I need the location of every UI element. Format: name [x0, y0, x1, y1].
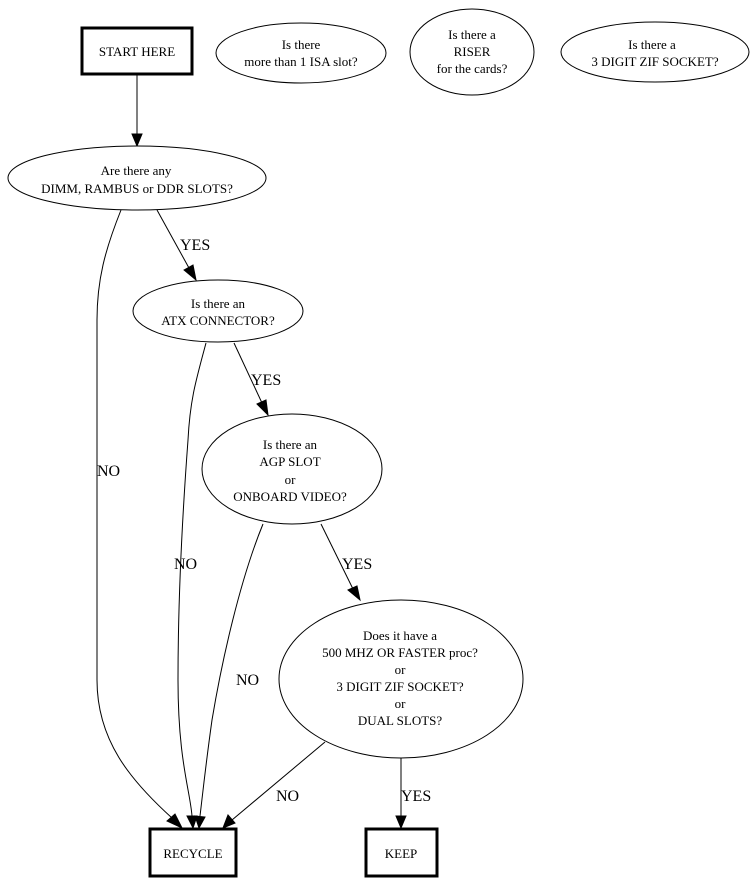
node-proc-line-4: 3 DIGIT ZIF SOCKET? — [336, 679, 463, 694]
arrowhead-atx-to-recycle — [186, 815, 198, 830]
edge-label-dimm-to-recycle: NO — [97, 463, 120, 480]
node-isa-line-1: Is there — [282, 37, 321, 52]
node-dimm-ellipse — [7, 145, 267, 211]
node-proc-line-6: DUAL SLOTS? — [358, 713, 443, 728]
edge-proc-to-recycle — [231, 741, 326, 821]
node-recycle[interactable]: RECYCLE — [148, 827, 238, 878]
arrowhead-dimm-to-atx — [183, 264, 197, 282]
arrowhead-agp-to-recycle — [194, 815, 206, 830]
node-proc-line-2: 500 MHZ OR FASTER proc? — [322, 645, 478, 660]
arrowhead-dimm-to-recycle — [166, 813, 184, 830]
node-proc-line-5: or — [395, 696, 407, 711]
node-zif-ellipse — [560, 21, 750, 83]
edge-label-agp-to-proc: YES — [342, 556, 372, 573]
node-agp-line-2: AGP SLOT — [259, 454, 320, 469]
edge-atx-to-agp — [233, 342, 263, 404]
node-riser-ellipse — [409, 8, 535, 96]
node-dimm-line-2: DIMM, RAMBUS or DDR SLOTS? — [41, 181, 233, 196]
node-agp[interactable]: Is there an AGP SLOT or ONBOARD VIDEO? — [201, 413, 383, 525]
node-agp-line-1: Is there an — [263, 437, 318, 452]
arrowhead-atx-to-agp — [256, 399, 269, 417]
node-agp-line-3: or — [285, 472, 297, 487]
node-isa[interactable]: Is there more than 1 ISA slot? — [215, 22, 387, 84]
node-zif-line-2: 3 DIGIT ZIF SOCKET? — [591, 54, 718, 69]
node-proc[interactable]: Does it have a 500 MHZ OR FASTER proc? o… — [278, 599, 524, 759]
node-keep-box — [364, 827, 439, 878]
edge-dimm-to-recycle — [96, 209, 173, 819]
node-proc-line-3: or — [395, 662, 407, 677]
edge-agp-to-recycle — [199, 523, 264, 817]
node-zif[interactable]: Is there a 3 DIGIT ZIF SOCKET? — [560, 21, 750, 83]
node-atx-line-2: ATX CONNECTOR? — [161, 313, 275, 328]
edge-label-agp-to-recycle: NO — [236, 672, 259, 689]
node-agp-line-4: ONBOARD VIDEO? — [233, 489, 347, 504]
node-zif-line-1: Is there a — [628, 37, 676, 52]
node-atx[interactable]: Is there an ATX CONNECTOR? — [132, 279, 304, 343]
arrowhead-agp-to-proc — [347, 585, 361, 602]
node-isa-line-2: more than 1 ISA slot? — [244, 54, 358, 69]
node-isa-ellipse — [215, 22, 387, 84]
node-start[interactable]: START HERE — [80, 26, 194, 76]
node-atx-ellipse — [132, 279, 304, 343]
arrowhead-proc-to-recycle — [222, 814, 236, 829]
node-start-label: START HERE — [99, 44, 175, 59]
node-riser-line-2: RISER — [454, 44, 491, 59]
edges: YES NO YES NO YES NO NO YES — [96, 74, 431, 830]
arrowhead-start-to-dimm — [131, 133, 143, 148]
edge-label-dimm-to-atx: YES — [180, 237, 210, 254]
node-recycle-label: RECYCLE — [163, 846, 222, 861]
arrowhead-proc-to-keep — [395, 815, 407, 830]
node-dimm-line-1: Are there any — [101, 163, 172, 178]
edge-label-proc-to-keep: YES — [401, 788, 431, 805]
node-keep-label: KEEP — [385, 846, 418, 861]
node-dimm[interactable]: Are there any DIMM, RAMBUS or DDR SLOTS? — [7, 145, 267, 211]
edge-label-proc-to-recycle: NO — [276, 788, 299, 805]
node-keep[interactable]: KEEP — [364, 827, 439, 878]
edge-atx-to-recycle — [177, 342, 207, 817]
node-proc-line-1: Does it have a — [363, 628, 437, 643]
node-atx-line-1: Is there an — [191, 296, 246, 311]
node-proc-ellipse — [278, 599, 524, 759]
node-agp-ellipse — [201, 413, 383, 525]
edge-dimm-to-atx — [156, 209, 190, 269]
node-riser[interactable]: Is there a RISER for the cards? — [409, 8, 535, 96]
edge-label-atx-to-agp: YES — [251, 372, 281, 389]
node-start-box — [80, 26, 194, 76]
edge-label-atx-to-recycle: NO — [174, 556, 197, 573]
edge-agp-to-proc — [320, 523, 354, 590]
node-riser-line-3: for the cards? — [437, 61, 508, 76]
node-recycle-box — [148, 827, 238, 878]
node-riser-line-1: Is there a — [448, 27, 496, 42]
